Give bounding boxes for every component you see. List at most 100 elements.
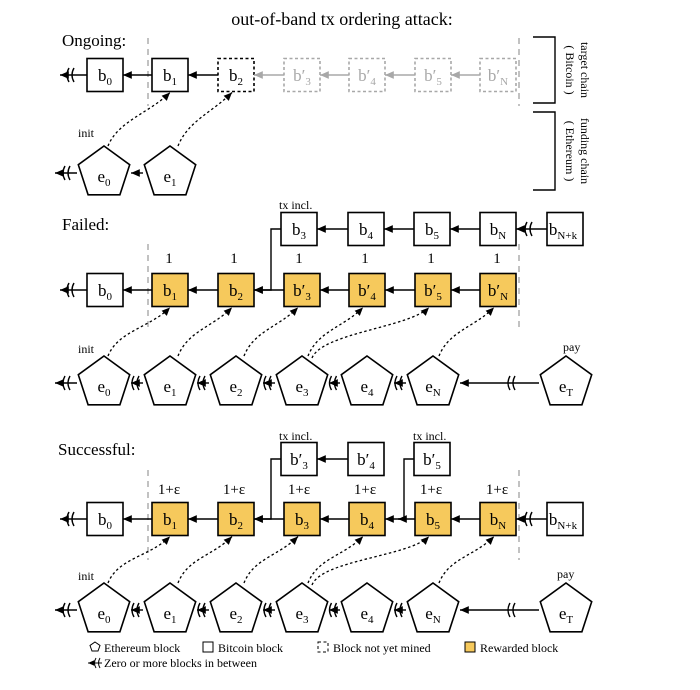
legend-not-mined-icon: [317, 641, 329, 653]
successful-btc-block-label: b5: [426, 510, 441, 532]
gap-squiggle: [524, 511, 533, 527]
reference-link: [311, 307, 430, 359]
failed-fork-block-shape: [546, 211, 584, 247]
successful-btc-block-label: b1: [163, 510, 177, 532]
successful-eth-block: eN: [406, 582, 460, 633]
reward-label: 1: [230, 251, 238, 267]
successful-eth-block-shape: [209, 582, 263, 633]
failed-fork-block: b5: [413, 211, 451, 247]
gap-squiggle: [263, 602, 272, 618]
target-chain-label: target chain: [578, 42, 592, 98]
successful-eth-block-shape: [77, 582, 131, 633]
failed-eth-block-shape: [275, 355, 329, 406]
legend-ethereum-icon: [89, 641, 101, 652]
successful-fork-block-label: b′5: [423, 450, 441, 472]
legend-bitcoin-label: Bitcoin block: [218, 641, 283, 655]
reward-label: 1+ε: [223, 482, 245, 498]
gap-marker-icon: [197, 375, 206, 391]
funding-chain-label: funding chain: [578, 118, 592, 184]
reference-link: [177, 307, 233, 357]
failed-btc-block-shape: [217, 272, 255, 308]
legend-ethereum-label: Ethereum block: [104, 641, 180, 655]
gap-marker-icon: [524, 511, 533, 527]
gap-marker-icon: [263, 375, 272, 391]
successful-btc-block-shape: [414, 501, 452, 537]
successful-btc-block-label: bN+k: [549, 510, 578, 532]
gap-squiggle: [394, 602, 403, 618]
failed-eth-block-shape: [143, 355, 197, 406]
gap-marker-icon: [131, 375, 140, 391]
failed-fork-block: b4: [347, 211, 385, 247]
successful-btc-block-shape: [283, 501, 321, 537]
legend-rewarded-icon: [464, 641, 476, 653]
successful-eth-block: eT: [539, 582, 593, 633]
successful-btc-block-label: b4: [360, 510, 375, 532]
failed-fork-block: bN+k: [546, 211, 584, 247]
reward-label: 1+ε: [420, 482, 442, 498]
reference-link: [107, 92, 171, 147]
successful-eth-block-shape: [406, 582, 460, 633]
successful-eth-block-label: e4: [360, 604, 374, 626]
ongoing-btc-block-label: b′4: [358, 66, 376, 88]
reward-label: 1+ε: [486, 482, 508, 498]
failed-eth-block: e1: [143, 355, 197, 406]
failed-btc-block-shape: [414, 272, 452, 308]
legend-bitcoin-icon: [202, 641, 214, 653]
failed-fork-block-shape: [347, 211, 385, 247]
successful-fork-block-shape: [347, 441, 385, 477]
legend-between-icon: [88, 657, 102, 669]
ongoing-btc-block-label: b2: [229, 66, 243, 88]
failed-btc-block: b1: [151, 272, 189, 308]
reward-label: 1: [427, 251, 435, 267]
failed-btc-block-label: b′5: [424, 281, 442, 303]
failed-btc-block-shape: [283, 272, 321, 308]
diagram-title: out-of-band tx ordering attack:: [231, 9, 452, 29]
gap-squiggle: [66, 67, 75, 83]
failed-eth-block: e0: [77, 355, 131, 406]
reference-link: [307, 536, 364, 584]
ongoing-btc-block: b1: [151, 57, 189, 93]
reward-label: 1: [295, 251, 303, 267]
successful-fork-block: b′3: [280, 441, 318, 477]
gap-squiggle: [131, 375, 140, 391]
section-successful-label: Successful:: [58, 440, 135, 459]
failed-eth-block-shape: [539, 355, 593, 406]
gap-squiggle: [62, 375, 71, 391]
ongoing-btc-block: b′5: [414, 57, 452, 93]
fork-arrow: [398, 458, 414, 523]
gap-squiggle: [197, 602, 206, 618]
ongoing-btc-block-label: b′N: [488, 66, 508, 88]
gap-squiggle: [66, 511, 75, 527]
failed-eth-block-label: e3: [295, 377, 309, 399]
failed-btc-block-label: b0: [98, 281, 113, 303]
gap-marker-icon: [507, 375, 516, 391]
gap-marker-icon: [524, 221, 533, 237]
gap-marker-icon: [394, 602, 403, 618]
failed-eth-block: e4: [340, 355, 394, 406]
successful-btc-block-label: b3: [295, 510, 310, 532]
ongoing-btc-block: b′3: [283, 57, 321, 93]
successful-eth-block-label: eN: [425, 604, 441, 626]
gap-marker-icon: [66, 67, 75, 83]
failed-eth-block-shape: [406, 355, 460, 406]
successful-eth-block: e0: [77, 582, 131, 633]
successful-eth-block: e1: [143, 582, 197, 633]
successful-btc-block: b5: [414, 501, 452, 537]
gap-marker-icon: [394, 375, 403, 391]
funding-chain-bracket: [533, 111, 556, 191]
ongoing-btc-block: b′4: [348, 57, 386, 93]
ongoing-eth-block-shape: [77, 145, 131, 196]
reference-link: [307, 307, 364, 357]
reference-link: [177, 92, 233, 147]
successful-btc-block: bN+k: [546, 501, 584, 537]
reference-link: [438, 536, 495, 584]
ongoing-eth-block-label: e0: [97, 167, 111, 189]
reward-label: 1: [493, 251, 501, 267]
gap-marker-icon: [197, 602, 206, 618]
reward-label: 1+ε: [354, 482, 376, 498]
failed-btc-block: b′N: [479, 272, 517, 308]
failed-btc-block: b′5: [414, 272, 452, 308]
successful-eth-block-shape: [340, 582, 394, 633]
legend: Ethereum block Bitcoin block Block not y…: [88, 641, 558, 670]
successful-eth-block-shape: [539, 582, 593, 633]
